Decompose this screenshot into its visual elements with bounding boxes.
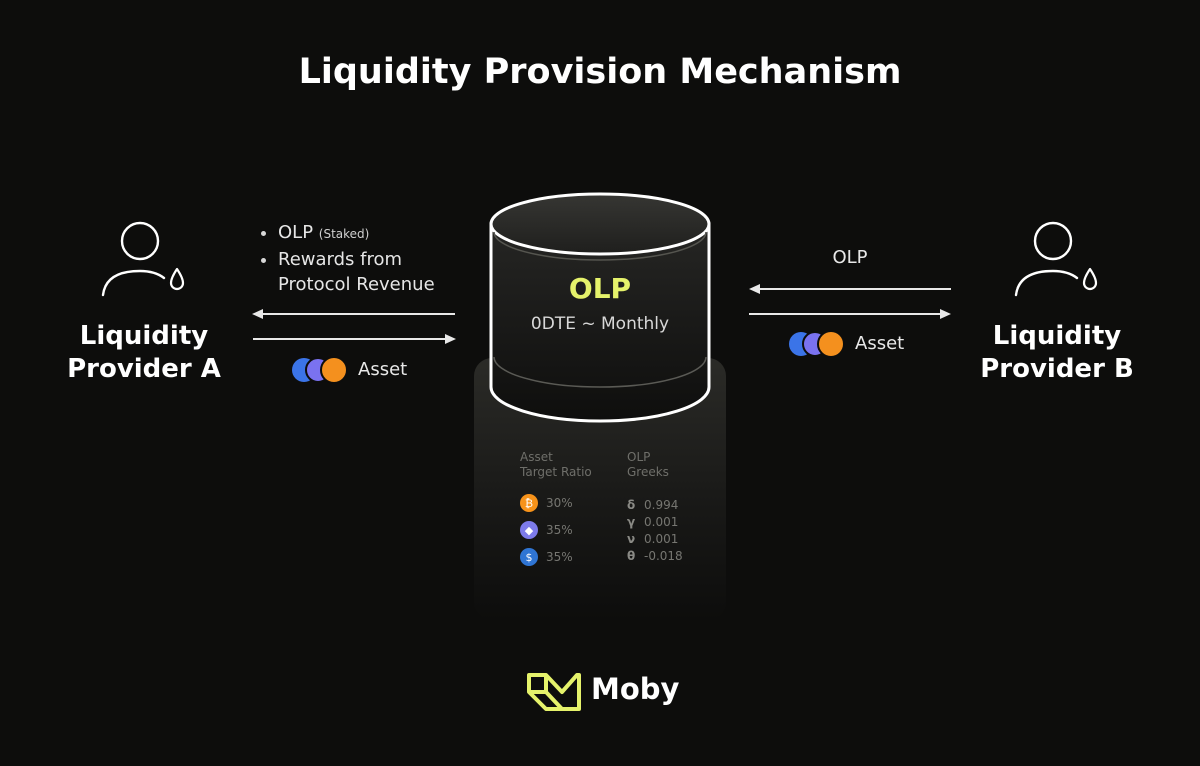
brand-name: Moby bbox=[591, 672, 680, 706]
provider-b-line1: Liquidity bbox=[992, 321, 1122, 351]
usdc-icon: $ bbox=[520, 548, 538, 566]
bullet-rewards: Rewards from Protocol Revenue bbox=[278, 247, 484, 297]
greek-theta: θ -0.018 bbox=[627, 549, 683, 563]
greek-gamma-value: 0.001 bbox=[644, 515, 679, 529]
pool-name: OLP bbox=[568, 272, 632, 305]
provider-a-line1: Liquidity bbox=[79, 321, 209, 351]
usdc-ratio: 35% bbox=[546, 550, 573, 564]
left-asset-label: Asset bbox=[358, 359, 408, 380]
greeks-header-line1: OLP bbox=[627, 450, 651, 464]
arrow-to-pool-left-head bbox=[445, 334, 456, 344]
greek-vega: ν 0.001 bbox=[627, 532, 678, 546]
provider-a-label: Liquidity Provider A bbox=[54, 320, 234, 386]
greeks-header: OLP Greeks bbox=[627, 450, 669, 480]
left-flow-arrows bbox=[252, 309, 456, 344]
greek-delta: δ 0.994 bbox=[627, 498, 678, 512]
greek-theta-symbol: θ bbox=[627, 549, 636, 563]
greek-theta-value: -0.018 bbox=[644, 549, 683, 563]
greek-vega-symbol: ν bbox=[627, 532, 636, 546]
asset-tokens-icon bbox=[292, 356, 348, 384]
greek-gamma-symbol: γ bbox=[627, 515, 636, 529]
greeks-header-line2: Greeks bbox=[627, 465, 669, 479]
arrow-to-provider-a-head bbox=[252, 309, 263, 319]
provider-b-line2: Provider B bbox=[980, 354, 1134, 384]
bullet-olp-label: OLP bbox=[278, 222, 314, 243]
asset-ratio-header-line2: Target Ratio bbox=[520, 465, 592, 479]
provider-a-line2: Provider A bbox=[67, 354, 221, 384]
right-olp-label: OLP bbox=[832, 247, 868, 268]
bitcoin-icon: ₿ bbox=[520, 494, 538, 512]
right-flow-arrows bbox=[749, 284, 951, 319]
bullet-olp: OLP (Staked) bbox=[278, 220, 484, 247]
cylinder-pool-icon bbox=[489, 192, 711, 423]
asset-ratio-header: Asset Target Ratio bbox=[520, 450, 592, 480]
asset-tokens-icon bbox=[789, 330, 845, 358]
user-with-drop-icon bbox=[1014, 221, 1098, 297]
provider-b-label: Liquidity Provider B bbox=[967, 320, 1147, 386]
bullet-rewards-line1: Rewards from bbox=[278, 249, 403, 270]
right-asset-label: Asset bbox=[855, 333, 905, 354]
greek-delta-symbol: δ bbox=[627, 498, 636, 512]
page-title: Liquidity Provision Mechanism bbox=[298, 52, 902, 92]
greek-delta-value: 0.994 bbox=[644, 498, 679, 512]
pool-subtitle: 0DTE ~ Monthly bbox=[530, 314, 670, 334]
asset-ratio-header-line1: Asset bbox=[520, 450, 553, 464]
arrow-to-pool-right-head bbox=[749, 284, 760, 294]
user-with-drop-icon bbox=[101, 221, 185, 297]
bullet-rewards-line2: Protocol Revenue bbox=[278, 274, 435, 295]
ethereum-icon: ◆ bbox=[520, 521, 538, 539]
eth-ratio: 35% bbox=[546, 523, 573, 537]
btc-ratio: 30% bbox=[546, 496, 573, 510]
greek-gamma: γ 0.001 bbox=[627, 515, 678, 529]
bullet-olp-note: (Staked) bbox=[318, 227, 370, 241]
arrow-to-provider-b-head bbox=[940, 309, 951, 319]
left-flow-bullets: OLP (Staked) Rewards from Protocol Reven… bbox=[254, 220, 484, 297]
moby-logo-icon bbox=[527, 673, 581, 711]
greek-vega-value: 0.001 bbox=[644, 532, 679, 546]
